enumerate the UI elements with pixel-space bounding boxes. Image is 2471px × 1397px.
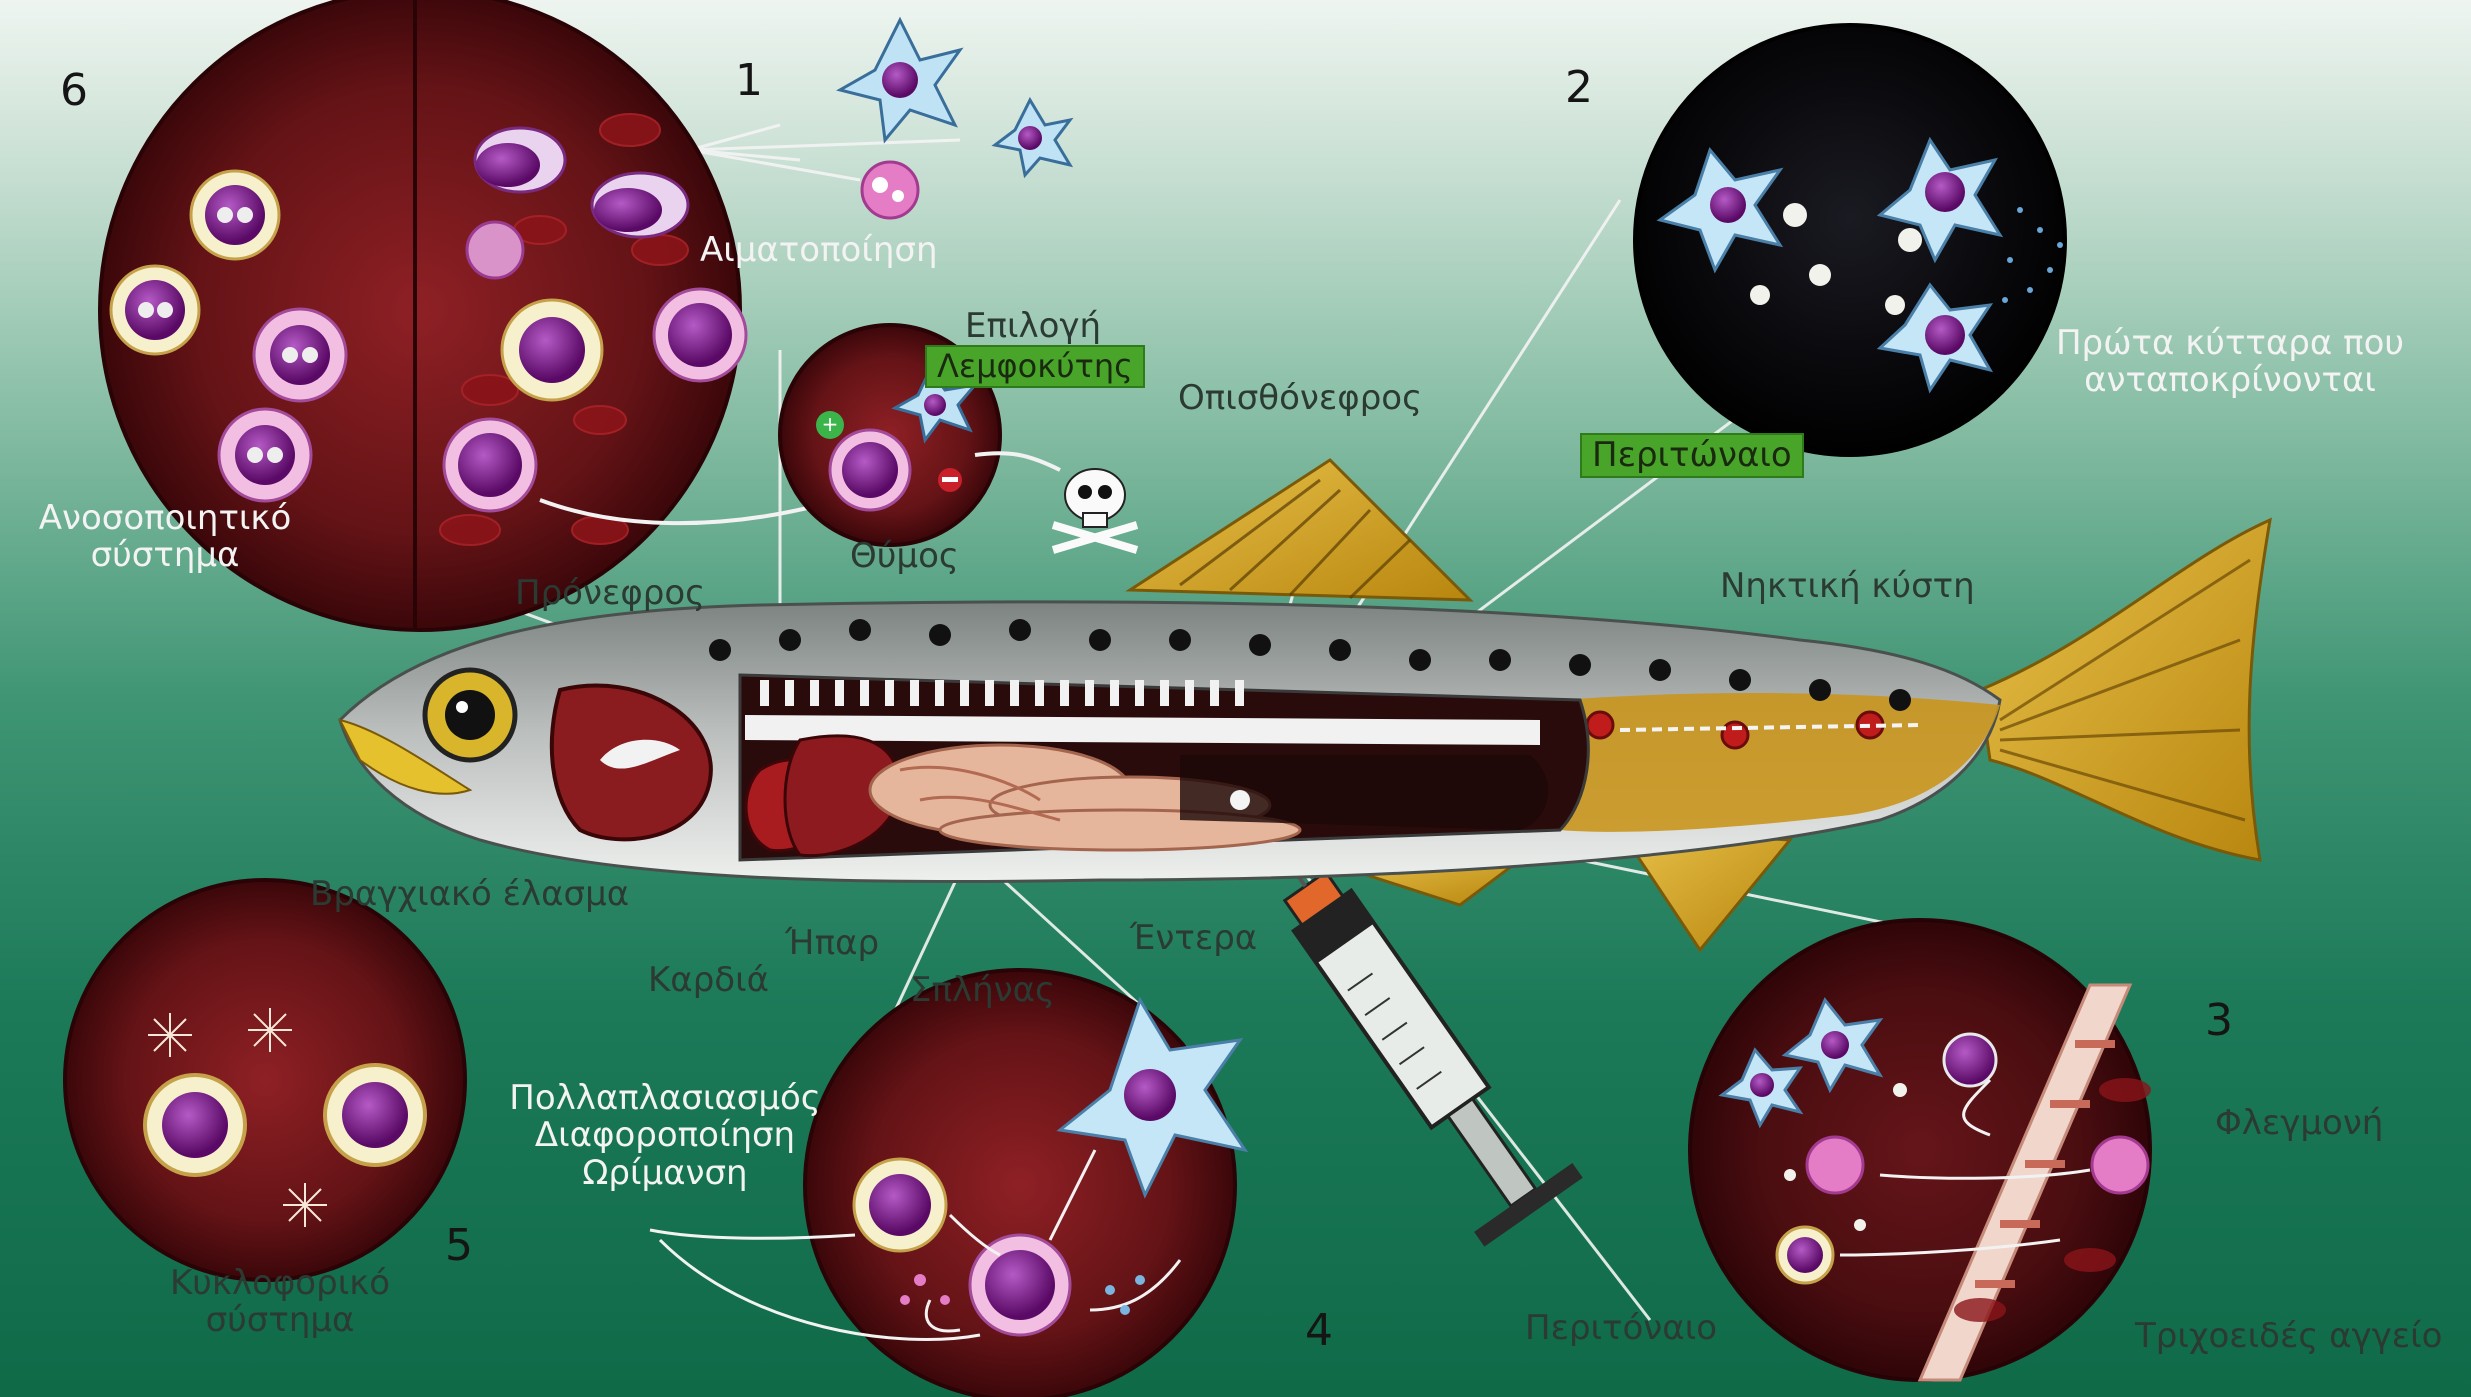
label-thymus: Θύμος	[850, 538, 959, 575]
label-first-responders-line2: ανταποκρίνονται	[2030, 362, 2430, 399]
label-proliferation-line3: Ωρίμανση	[465, 1155, 865, 1192]
label-immune-system: Ανοσοποιητικό σύστημα	[15, 500, 315, 575]
tail-fin	[1980, 520, 2270, 860]
circle-2-peritoneum	[1635, 25, 2065, 455]
number-3: 3	[2205, 995, 2233, 1046]
label-pronephros: Πρόνεφρος	[515, 575, 705, 612]
label-peritoneum-bottom: Περιτόναιο	[1525, 1310, 1717, 1347]
label-spleen: Σπλήνας	[910, 972, 1055, 1009]
label-first-responders-line1: Πρώτα κύτταρα που	[2030, 325, 2430, 362]
number-2: 2	[1565, 62, 1593, 113]
label-circulatory-system: Κυκλοφορικό σύστημα	[125, 1265, 435, 1340]
label-mesonephros: Οπισθόνεφρος	[1178, 380, 1422, 417]
circle-5-circulatory	[65, 880, 465, 1280]
skull-icon	[1053, 469, 1137, 550]
number-1: 1	[735, 55, 763, 106]
label-proliferation: Πολλαπλασιασμός Διαφοροποίηση Ωρίμανση	[465, 1080, 865, 1192]
label-heart: Καρδιά	[648, 962, 769, 999]
label-circulatory-line2: σύστημα	[125, 1302, 435, 1339]
label-inflammation: Φλεγμονή	[2215, 1105, 2383, 1142]
label-hematopoiesis: Αιματοποίηση	[700, 232, 938, 269]
label-swim-bladder: Νηκτική κύστη	[1720, 568, 1975, 605]
label-circulatory-line1: Κυκλοφορικό	[125, 1265, 435, 1302]
number-5: 5	[445, 1220, 473, 1271]
label-lymphocyte: Λεμφοκύτης	[925, 345, 1145, 388]
label-liver: Ήπαρ	[785, 925, 879, 962]
label-intestine: Έντερα	[1130, 920, 1257, 957]
label-immune-system-line2: σύστημα	[15, 537, 315, 574]
label-proliferation-line1: Πολλαπλασιασμός	[465, 1080, 865, 1117]
label-immune-system-line1: Ανοσοποιητικό	[15, 500, 315, 537]
label-capillary: Τριχοειδές αγγείο	[2135, 1318, 2442, 1355]
dorsal-fin	[1130, 460, 1470, 600]
label-gill-lamella: Βραγχιακό έλασμα	[310, 876, 629, 913]
label-first-responders: Πρώτα κύτταρα που ανταποκρίνονται	[2030, 325, 2430, 400]
number-4: 4	[1305, 1305, 1333, 1356]
label-peritoneum-tag: Περιτώναιο	[1580, 433, 1804, 478]
svg-text:+: +	[822, 412, 839, 436]
label-proliferation-line2: Διαφοροποίηση	[465, 1117, 865, 1154]
hematopoiesis-products	[840, 20, 1070, 218]
number-6: 6	[60, 65, 88, 116]
label-selection: Επιλογή	[965, 308, 1101, 345]
circle-3-inflammation	[1690, 920, 2151, 1380]
